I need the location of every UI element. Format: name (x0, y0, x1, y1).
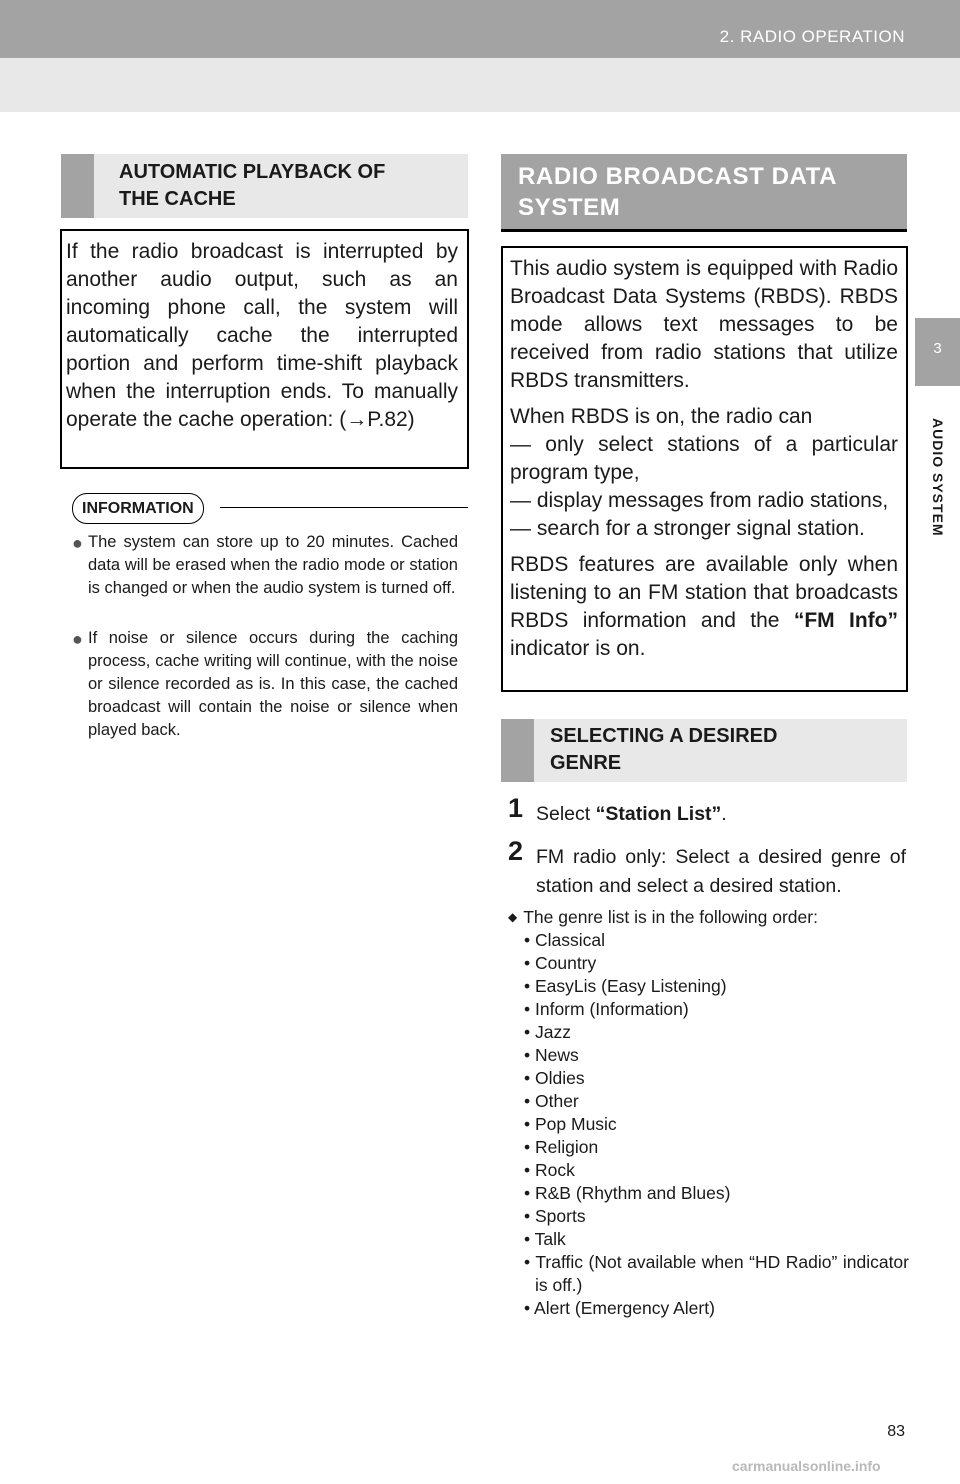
info-item-text: If noise or silence occurs during the ca… (88, 629, 458, 739)
genre-item: • Inform (Information) (524, 999, 689, 1019)
genre-intro-text: The genre list is in the following order… (523, 907, 818, 927)
rbds-intro: This audio system is equipped with Ra­di… (510, 257, 898, 392)
info-item: ● The system can store up to 20 minutes.… (72, 531, 458, 600)
genre-item: • Religion (524, 1137, 599, 1157)
step-text-pre: Select (536, 803, 596, 825)
genre-item: • EasyLis (Easy Listening) (524, 976, 727, 996)
section-title-line1: AUTOMATIC PLAYBACK OF (119, 161, 386, 183)
rbds-capabilities-lead: When RBDS is on, the radio can (510, 405, 813, 428)
chapter-title: 2. RADIO OPERATION (719, 27, 905, 46)
cache-description: If the radio broadcast is interrupted by… (66, 240, 458, 431)
rbds-capability: — only select stations of a particular p… (510, 433, 898, 484)
section-header-genre: SELECTING A DESIRED GENRE (501, 719, 907, 782)
watermark: carmanualsonline.info (732, 1458, 881, 1474)
section-header-bar (61, 154, 94, 218)
genre-item: • Traffic (Not available when “HD Radio”… (524, 1252, 909, 1295)
section-title-line1: RADIO BROADCAST DATA (518, 163, 838, 190)
genre-list-intro: ◆ The genre list is in the following orde… (508, 906, 818, 931)
genre-item: • News (524, 1045, 579, 1065)
genre-item: • Rock (524, 1160, 575, 1180)
section-title-line2: THE CACHE (119, 188, 236, 210)
side-label: AUDIO SYSTEM (928, 418, 946, 558)
info-item-text: The system can store up to 20 minutes. C… (88, 533, 458, 597)
section-header-rbds: RADIO BROADCAST DATA SYSTEM (501, 154, 907, 232)
genre-item: • Alert (Emergency Alert) (524, 1298, 715, 1318)
genre-item: • Other (524, 1091, 579, 1111)
bullet-icon: ● (72, 533, 83, 553)
rbds-capability: — display messages from radio sta­tions, (510, 489, 889, 512)
fm-info-label: “FM Info” (793, 609, 899, 632)
genre-item: • Classical (524, 930, 606, 950)
genre-item: • Talk (524, 1229, 566, 1249)
genre-item: • Pop Music (524, 1114, 617, 1134)
step-1: 1 Select “Station List”. (508, 794, 906, 829)
genre-item: • Oldies (524, 1068, 585, 1088)
page-number: 83 (887, 1423, 905, 1440)
bullet-icon: ● (72, 629, 83, 649)
information-label: INFORMATION (72, 493, 204, 524)
genre-item: • Jazz (524, 1022, 571, 1042)
cache-description-box: If the radio broadcast is interrupted by… (60, 229, 469, 469)
genre-item: • R&B (Rhythm and Blues) (524, 1183, 731, 1203)
section-title-line2: SYSTEM (518, 194, 621, 221)
step-text-post: . (721, 803, 727, 825)
rbds-availability: RBDS features are available only when li… (510, 551, 898, 663)
chapter-tab-number: 3 (933, 340, 942, 357)
chapter-tab: 3 (915, 318, 960, 386)
info-item: ● If noise or silence occurs during the … (72, 627, 458, 742)
rbds-capability: — search for a stronger signal station. (510, 517, 865, 540)
section-header-bar (501, 719, 534, 782)
side-label-text: AUDIO SYSTEM (930, 418, 946, 537)
step-number: 2 (508, 836, 524, 866)
step-text: FM radio only: Select a desired genre of… (536, 846, 906, 897)
information-rule (220, 507, 468, 508)
header-strip (0, 0, 960, 58)
step-2: 2 FM radio only: Select a desired genre … (508, 837, 906, 901)
step-text: Select “Station List”. (536, 800, 906, 829)
rbds-description-box: This audio system is equipped with Ra­di… (501, 246, 908, 692)
step-number: 1 (508, 793, 524, 823)
genre-item: • Country (524, 953, 597, 973)
section-header-cache: AUTOMATIC PLAYBACK OF THE CACHE (61, 154, 468, 218)
section-title-line1: SELECTING A DESIRED (550, 725, 778, 747)
rbds-availability-text: RBDS features are available only when li… (510, 553, 898, 632)
station-list-label: “Station List” (595, 803, 722, 825)
rbds-availability-end: indicator is on. (510, 637, 646, 660)
section-title-line2: GENRE (550, 752, 622, 774)
diamond-bullet-icon: ◆ (508, 910, 518, 924)
genre-list: • Classical • Country • EasyLis (Easy Li… (524, 929, 909, 1320)
genre-item: • Sports (524, 1206, 586, 1226)
